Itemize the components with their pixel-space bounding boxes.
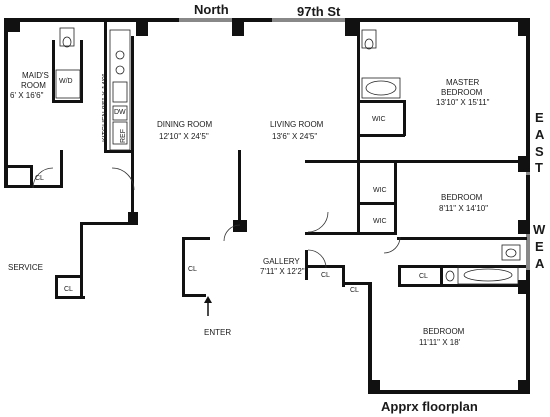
doors bbox=[32, 167, 401, 269]
living-room-dims: 13'6" X 24'5" bbox=[272, 132, 317, 141]
closet-gallery-label: CL bbox=[188, 266, 197, 273]
master-bedroom-dims: 13'10" X 15'11" bbox=[436, 98, 490, 107]
living-room-name: LIVING ROOM bbox=[270, 120, 324, 129]
bedroom-2-name: BEDROOM bbox=[441, 193, 483, 202]
west-letter-2: E bbox=[535, 239, 544, 254]
ref-label: REF bbox=[120, 129, 127, 143]
street-label: 97th St bbox=[297, 4, 341, 19]
east-letter-1: E bbox=[535, 110, 544, 125]
closet-maids-label: CL bbox=[35, 175, 44, 182]
maids-room-name-2: ROOM bbox=[21, 81, 46, 90]
closet-bath-label: CL bbox=[419, 273, 428, 280]
bedroom-2-dims: 8'11" X 14'10" bbox=[439, 204, 488, 213]
west-letter-3: A bbox=[535, 256, 545, 271]
entry-arrow-icon bbox=[204, 296, 212, 316]
bedroom-2-wic-top-label: WIC bbox=[373, 187, 387, 194]
closet-hall-label: CL bbox=[321, 272, 330, 279]
service-label: SERVICE bbox=[8, 263, 43, 272]
dining-room-dims: 12'10" X 24'5" bbox=[159, 132, 209, 141]
maids-room-name-1: MAID'S bbox=[22, 71, 49, 80]
gallery-name: GALLERY bbox=[263, 257, 300, 266]
floorplan-caption: Apprx floorplan bbox=[381, 399, 478, 414]
west-letter-1: W bbox=[533, 222, 546, 237]
enter-label: ENTER bbox=[204, 328, 231, 337]
maids-room-dims: 6' X 16'6" bbox=[10, 91, 44, 100]
master-wic-label: WIC bbox=[372, 116, 386, 123]
master-bedroom-name-1: MASTER bbox=[446, 78, 480, 87]
bedroom-2-wic-bottom-label: WIC bbox=[373, 218, 387, 225]
interior-walls bbox=[4, 22, 529, 299]
bedroom-3-dims: 11'11" X 18' bbox=[419, 338, 461, 347]
kitchen-label: KITCHEN 8'5" X 14'9" bbox=[102, 73, 109, 142]
gallery-dims: 7'11" X 12'2" bbox=[260, 267, 305, 276]
master-bedroom-name-2: BEDROOM bbox=[441, 88, 483, 97]
closet-service-label: CL bbox=[64, 286, 73, 293]
north-label: North bbox=[194, 2, 229, 17]
closet-bedroom3-label: CL bbox=[350, 287, 359, 294]
east-letter-2: A bbox=[535, 127, 545, 142]
east-letter-4: T bbox=[535, 160, 543, 175]
fixtures bbox=[55, 27, 521, 285]
bedroom-3-name: BEDROOM bbox=[423, 327, 465, 336]
east-letter-3: S bbox=[535, 144, 544, 159]
dw-label: DW bbox=[114, 109, 126, 116]
outer-walls bbox=[4, 18, 530, 394]
wd-label: W/D bbox=[59, 78, 73, 85]
dining-room-name: DINING ROOM bbox=[157, 120, 212, 129]
